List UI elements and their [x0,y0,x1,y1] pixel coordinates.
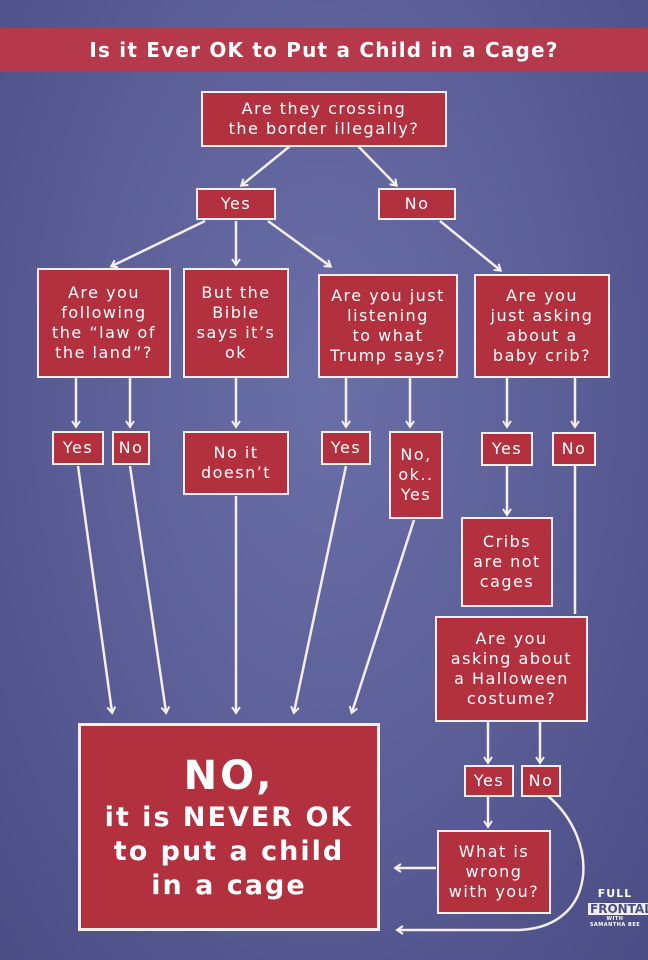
arrow-lawno-to-final [128,465,171,715]
question-bible: But the Bible says it’s ok [183,268,289,378]
arrow-yes-to-trump [267,219,333,268]
answer-crib-yes: Yes [481,432,533,466]
cribs-not-cages: Cribs are not cages [461,517,553,607]
arrow-yes-to-law [109,219,206,269]
question-law-of-land: Are you following the “law of the land”? [37,268,171,378]
arrow-to-yes-top [239,145,291,187]
answer-no-top: No [378,188,456,220]
logo-line-2: FRONTAL [588,902,648,916]
arrow-lawyes-to-final [76,465,117,715]
arrow-halloweenno-to-final [395,795,585,935]
question-baby-crib: Are you just asking about a baby crib? [474,274,610,378]
logo-line-1: FULL [597,887,633,900]
full-frontal-logo: FULL FRONTAL WITH SAMANTHA BEE [588,887,648,934]
what-is-wrong-with-you: What is wrong with you? [437,830,551,914]
logo-line-3: WITH SAMANTHA BEE [589,916,641,928]
answer-halloween-no: No [521,765,561,797]
answer-halloween-yes: Yes [464,765,514,797]
answer-law-no: No [112,431,150,465]
question-border: Are they crossing the border illegally? [201,91,447,147]
answer-yes-top: Yes [196,188,276,220]
arrow-no-to-crib [439,220,503,272]
final-verdict-headline: NO, [183,753,275,800]
answer-crib-no: No [552,432,596,466]
answer-trump-no-ok-yes: No, ok.. Yes [389,431,443,519]
arrow-to-no-top [357,145,398,188]
arrow-trumpyes-to-final [290,465,348,715]
title-banner: Is it Ever OK to Put a Child in a Cage? [0,28,648,72]
answer-trump-yes: Yes [321,431,371,465]
final-verdict-text: it is NEVER OK to put a child in a cage [104,802,354,901]
question-halloween: Are you asking about a Halloween costume… [435,616,588,722]
question-trump: Are you just listening to what Trump say… [318,274,458,378]
final-verdict: NO, it is NEVER OK to put a child in a c… [78,723,380,931]
arrow-trumpno-to-final [348,519,416,715]
answer-bible-no: No it doesn’t [183,431,289,495]
answer-law-yes: Yes [52,431,104,465]
